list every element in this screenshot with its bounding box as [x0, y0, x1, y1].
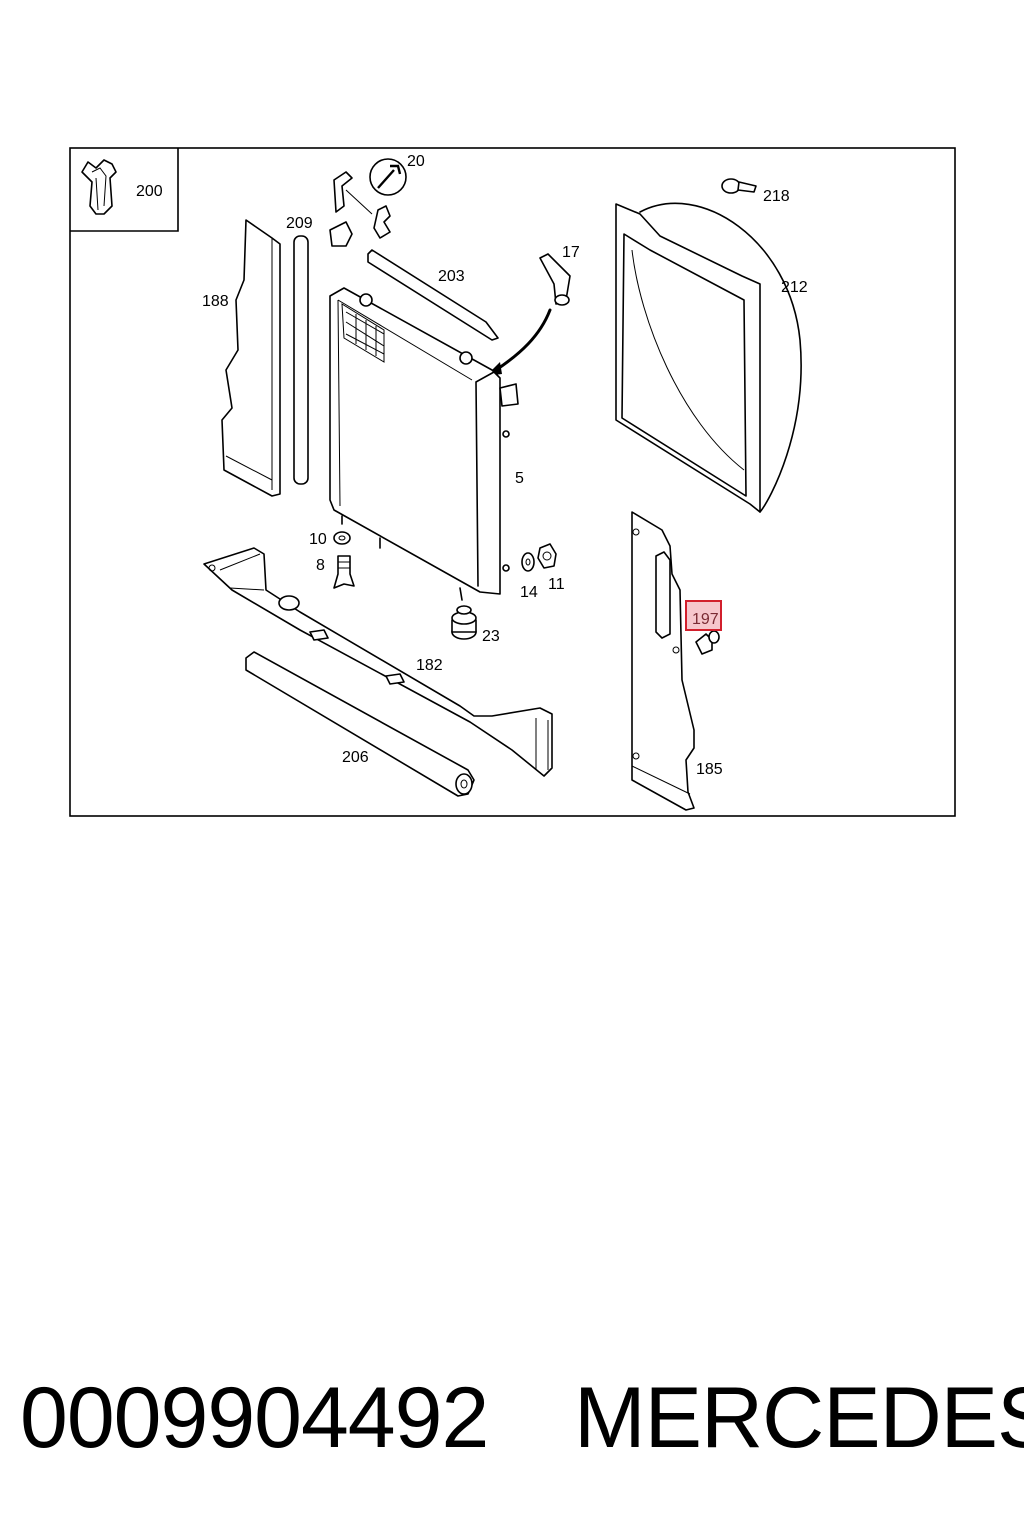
- callout-197: 197: [692, 611, 719, 628]
- part-11-nut[interactable]: 11: [537, 543, 565, 593]
- part-218-screw[interactable]: 218: [721, 178, 790, 205]
- part-10-washer[interactable]: 10: [309, 531, 351, 548]
- callout-20: 20: [407, 153, 425, 170]
- callout-188: 188: [202, 293, 229, 310]
- callout-206: 206: [342, 749, 369, 766]
- callout-14: 14: [520, 584, 538, 601]
- callout-185: 185: [696, 761, 723, 778]
- diagram-frame: [69, 147, 956, 817]
- part-212-fan-shroud[interactable]: 212: [615, 202, 808, 513]
- part-188-side-panel[interactable]: 188: [202, 219, 281, 497]
- part-5-radiator[interactable]: 5: [329, 287, 524, 601]
- callout-212: 212: [781, 279, 808, 296]
- clip-icon: [81, 159, 117, 215]
- callout-203: 203: [438, 268, 465, 285]
- callout-182: 182: [416, 657, 443, 674]
- callout-218: 218: [763, 188, 790, 205]
- part-182-cross-member[interactable]: 182: [203, 547, 553, 777]
- callout-8: 8: [316, 557, 325, 574]
- highlight-box-197: [685, 600, 722, 631]
- part-197-clip[interactable]: 197: [685, 600, 722, 655]
- callout-5: 5: [515, 470, 524, 487]
- callout-209: 209: [286, 215, 313, 232]
- brand-name: MERCEDES: [574, 1370, 1024, 1466]
- part-203-seal-strip[interactable]: 203: [367, 249, 499, 341]
- inset-clip-200[interactable]: 200: [70, 148, 179, 232]
- callout-11: 11: [548, 576, 565, 593]
- callout-17: 17: [562, 244, 580, 261]
- part-209-rod[interactable]: 209: [286, 215, 313, 485]
- part-20-clips[interactable]: 20: [329, 153, 425, 247]
- callout-10: 10: [309, 531, 327, 548]
- part-8-pin[interactable]: 8: [316, 555, 355, 589]
- part-14-washer[interactable]: 14: [520, 552, 538, 601]
- part-number: 0009904492: [20, 1370, 489, 1466]
- footer: 0009904492 MERCEDES: [0, 1368, 1024, 1478]
- callout-23: 23: [482, 628, 500, 645]
- callout-200: 200: [136, 183, 163, 200]
- part-206-lower-seal[interactable]: 206: [245, 651, 475, 797]
- part-23-rubber-mount[interactable]: 23: [451, 605, 500, 645]
- part-185-side-panel[interactable]: 185: [631, 511, 723, 811]
